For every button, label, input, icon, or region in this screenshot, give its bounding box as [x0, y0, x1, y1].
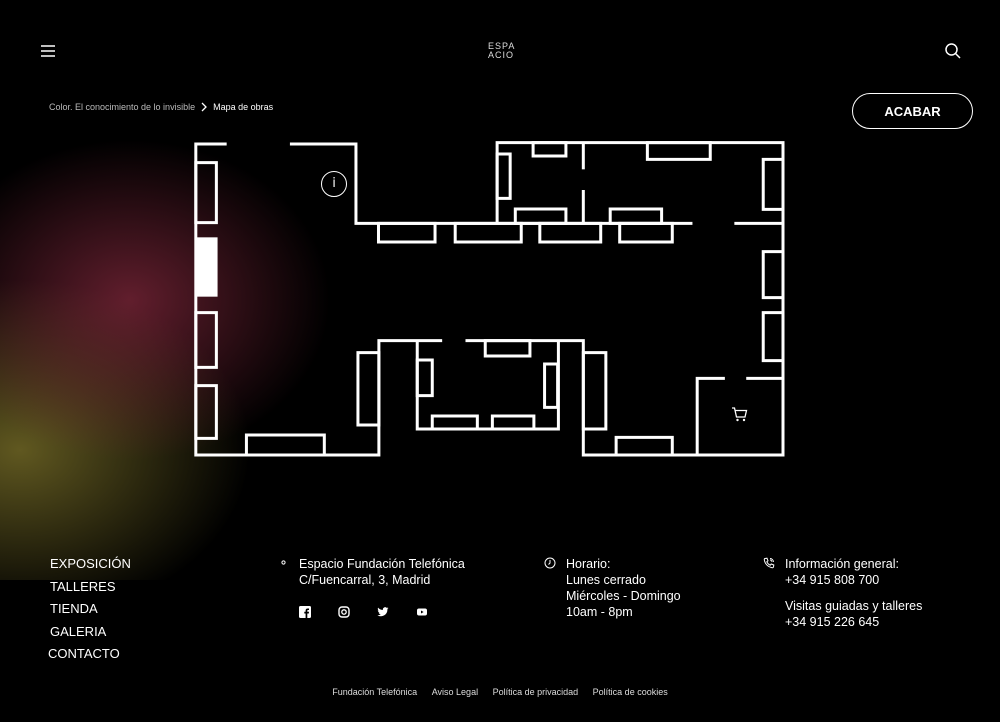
breadcrumb-link[interactable]: Color. El conocimiento de lo invisible	[49, 102, 196, 112]
legal-link-privacidad[interactable]: Política de privacidad	[492, 687, 579, 697]
address-line: C/Fuencarral, 3, Madrid	[299, 573, 431, 587]
legal-link-aviso[interactable]: Aviso Legal	[431, 687, 479, 697]
contact-phone[interactable]: +34 915 226 645	[785, 615, 880, 629]
artwork-slot[interactable]	[533, 143, 566, 156]
artwork-slot[interactable]	[485, 341, 530, 356]
footer-nav-talleres[interactable]: TALLERES	[50, 578, 116, 594]
wall	[196, 144, 442, 455]
artwork-slot[interactable]	[378, 223, 435, 242]
hours-line: Lunes cerrado	[566, 573, 646, 587]
artwork-slot[interactable]	[610, 209, 661, 223]
artwork-slot[interactable]	[196, 163, 217, 223]
location-icon	[281, 560, 286, 565]
breadcrumb: Color. El conocimiento de lo invisible M…	[49, 102, 273, 112]
footer-contact: Información general: +34 915 808 700 Vis…	[785, 556, 922, 630]
hours-line: Horario:	[566, 557, 611, 571]
artwork-slot[interactable]	[196, 313, 217, 368]
footer-nav-exposicion[interactable]: EXPOSICIÓN	[50, 556, 131, 571]
artwork-slot-active[interactable]	[195, 237, 218, 297]
artwork-slot[interactable]	[246, 435, 324, 455]
background-glow	[0, 120, 420, 580]
search-icon[interactable]	[944, 42, 962, 60]
twitter-icon[interactable]	[377, 606, 389, 618]
finish-button[interactable]: ACABAR	[852, 93, 973, 129]
artwork-slot[interactable]	[540, 223, 601, 242]
hamburger-icon[interactable]	[40, 44, 56, 58]
social-links	[299, 606, 428, 618]
artwork-slot[interactable]	[583, 353, 606, 429]
logo-line: ACIO	[488, 50, 515, 60]
artwork-slot[interactable]	[763, 252, 783, 298]
phone-icon	[763, 557, 775, 569]
legal-link-cookies[interactable]: Política de cookies	[592, 687, 668, 697]
footer-hours: Horario: Lunes cerrado Miércoles - Domin…	[566, 556, 681, 620]
artwork-slot[interactable]	[497, 154, 510, 198]
contact-label: Información general:	[785, 557, 899, 571]
artwork-slot[interactable]	[417, 360, 432, 396]
address-line: Espacio Fundación Telefónica	[299, 557, 465, 571]
artwork-slot[interactable]	[620, 223, 673, 242]
facebook-icon[interactable]	[299, 606, 311, 618]
info-button[interactable]: i	[321, 171, 347, 197]
footer-nav-contacto[interactable]: CONTACTO	[48, 646, 120, 661]
artwork-slot[interactable]	[763, 159, 783, 209]
artwork-slot[interactable]	[432, 416, 477, 429]
artwork-slot[interactable]	[515, 209, 566, 223]
hours-line: Miércoles - Domingo	[566, 589, 681, 603]
legal-links: Fundación Telefónica Aviso Legal Polític…	[250, 687, 750, 697]
logo-line: ESPA	[488, 41, 516, 51]
artwork-slot[interactable]	[763, 313, 783, 361]
artwork-slot[interactable]	[492, 416, 534, 429]
cart-icon[interactable]	[731, 406, 748, 422]
artwork-slot[interactable]	[196, 386, 217, 439]
artwork-slot[interactable]	[647, 143, 710, 160]
instagram-icon[interactable]	[338, 606, 350, 618]
wall	[465, 143, 783, 455]
legal-link-fundacion[interactable]: Fundación Telefónica	[332, 687, 418, 697]
clock-icon	[544, 557, 556, 569]
footer-nav-galeria[interactable]: GALERIA	[50, 623, 107, 639]
footer-nav: EXPOSICIÓN TALLERES TIENDA GALERIA CONTA…	[48, 556, 131, 669]
wall	[697, 378, 725, 455]
wall	[290, 144, 693, 223]
floor-plan	[180, 130, 800, 470]
artwork-slot[interactable]	[545, 364, 558, 407]
footer-nav-tienda[interactable]: TIENDA	[50, 601, 98, 616]
artwork-slot[interactable]	[455, 223, 521, 242]
breadcrumb-current: Mapa de obras	[213, 102, 274, 112]
artwork-slot[interactable]	[616, 437, 672, 455]
youtube-icon[interactable]	[416, 606, 428, 618]
chevron-right-icon	[201, 102, 207, 112]
artwork-slot[interactable]	[358, 353, 379, 425]
contact-phone[interactable]: +34 915 808 700	[785, 573, 880, 587]
contact-label: Visitas guiadas y talleres	[785, 599, 923, 613]
hours-line: 10am - 8pm	[566, 605, 633, 619]
footer-address: Espacio Fundación Telefónica C/Fuencarra…	[299, 556, 465, 588]
